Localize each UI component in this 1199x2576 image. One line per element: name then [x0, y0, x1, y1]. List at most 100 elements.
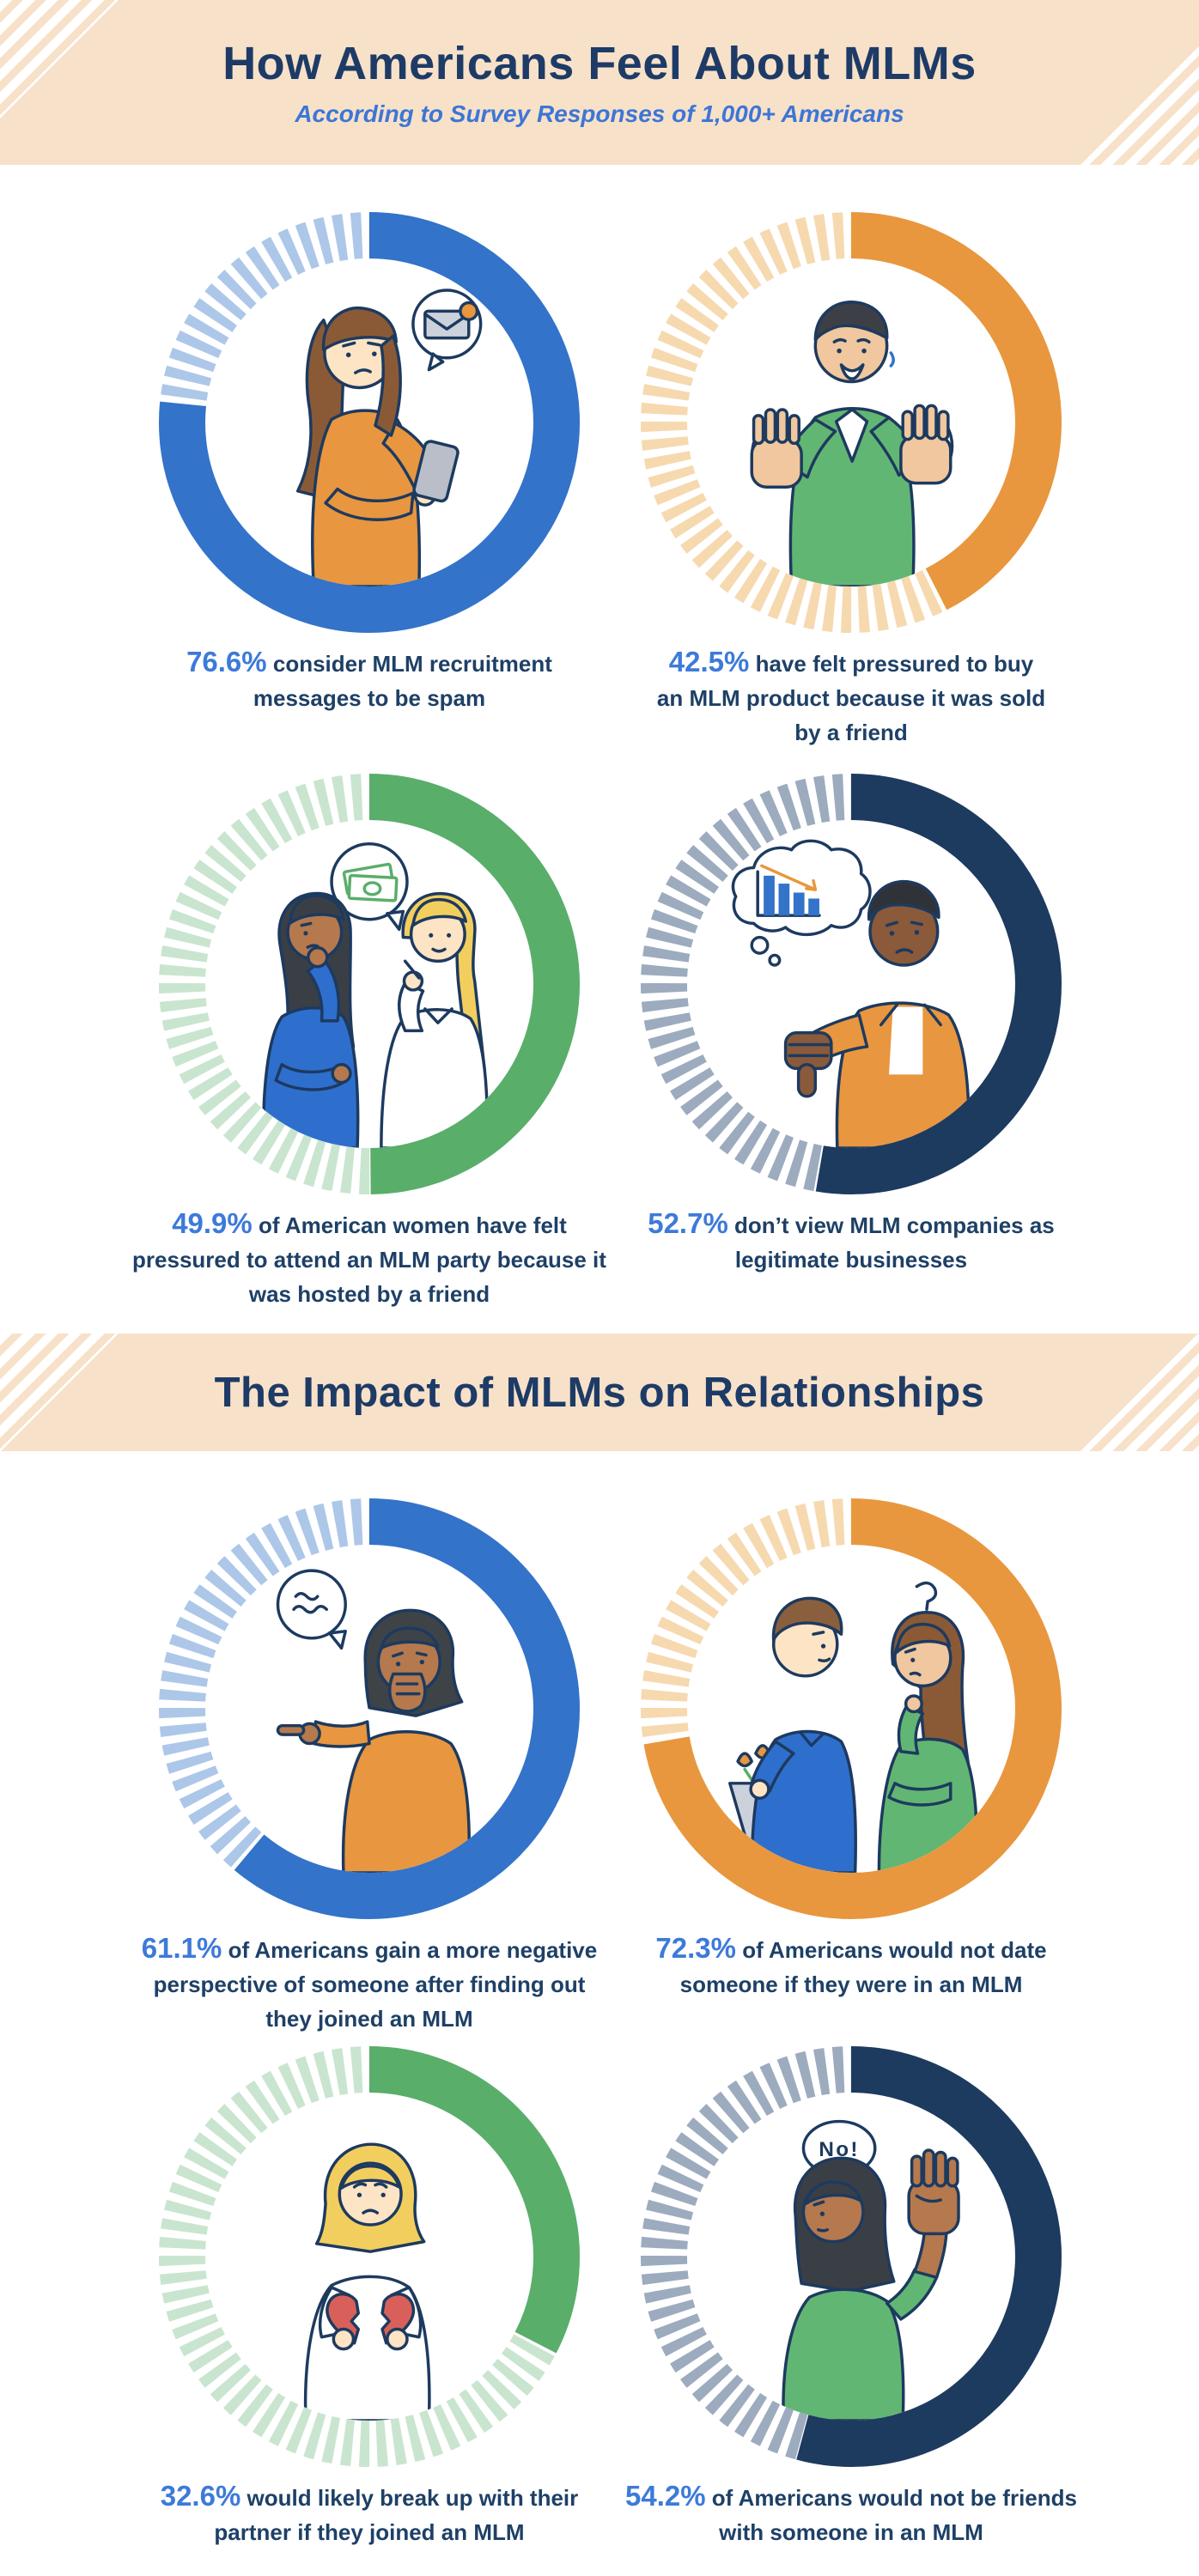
stat-text: of Americans would not date someone if t… [679, 1937, 1047, 1997]
white-shirt-body [380, 1008, 489, 1148]
donut-chart-negative-perspective [159, 1498, 580, 1919]
speech-bubble-icon [330, 842, 409, 932]
illustration-shocked-woman [205, 1545, 533, 1873]
stat-text: of Americans gain a more negative perspe… [153, 1937, 598, 2032]
stat-percent: 49.9% [172, 1207, 253, 1239]
stripe-accent-bottom-right [1080, 1333, 1199, 1451]
stat-text: would likely break up with their partner… [214, 2485, 579, 2545]
top-body [341, 1730, 472, 1873]
donut-ring [641, 774, 1062, 1194]
stat-percent: 54.2% [624, 2480, 706, 2512]
stat-caption: 42.5% have felt pressured to buy an MLM … [654, 645, 1049, 750]
collar [423, 1007, 453, 1024]
stat-percent: 72.3% [655, 1932, 736, 1964]
stat-card-break-up: 32.6% would likely break up with their p… [103, 2046, 636, 2549]
crossed-arm [887, 1782, 953, 1807]
thought-bubble-icon [731, 839, 872, 967]
tee-body [782, 2287, 905, 2421]
sweat-drop [889, 351, 895, 368]
collar [800, 1732, 825, 1747]
hand-to-chin-arm [897, 1704, 925, 1755]
donut-chart-mlm-party [159, 774, 580, 1194]
illustration-declined-date [687, 1545, 1015, 1873]
donut-chart-spam [159, 212, 580, 633]
stat-caption: 49.9% of American women have felt pressu… [129, 1206, 610, 1311]
notification-badge [459, 301, 479, 321]
open-smile [839, 363, 865, 380]
hand [307, 946, 329, 969]
donut-ring [159, 2046, 580, 2467]
donut-value-arc [159, 1498, 580, 1919]
hand [386, 2327, 409, 2351]
hair-fringe [322, 307, 398, 352]
hair [867, 880, 940, 921]
stat-caption: 76.6% consider MLM recruitment messages … [137, 645, 601, 715]
man-hair [771, 1596, 843, 1642]
hair-strand [374, 334, 402, 437]
stat-percent: 42.5% [668, 646, 750, 677]
stat-caption: 61.1% of Americans gain a more negative … [129, 1931, 610, 2036]
illustration-broken-heart [205, 2093, 533, 2421]
stat-caption: 32.6% would likely break up with their p… [137, 2479, 601, 2549]
pointing-finger [276, 1723, 306, 1736]
stat-percent: 76.6% [186, 646, 267, 677]
page-subtitle: According to Survey Responses of 1,000+ … [295, 100, 904, 127]
donut-chart-break-up [159, 2046, 580, 2467]
hand [904, 1694, 923, 1714]
donut-value-arc [159, 2046, 580, 2467]
stat-card-negative-perspective: 61.1% of Americans gain a more negative … [103, 1498, 636, 2036]
stat-card-not-friends: No! [585, 2046, 1117, 2549]
stat-card-not-legitimate: 52.7% don’t view MLM companies as legiti… [585, 774, 1117, 1277]
header-band-feelings: How Americans Feel About MLMs According … [0, 0, 1199, 165]
stripe-accent-bottom-right [1080, 46, 1199, 165]
page-title: How Americans Feel About MLMs [222, 38, 977, 89]
donut-chart-legitimacy [641, 774, 1062, 1194]
illustration-stop-gesture: No! [687, 2093, 1015, 2421]
donut-value-arc [641, 212, 1062, 633]
stat-text: of Americans would not be friends with s… [711, 2485, 1077, 2545]
illustration-woman-reading-spam-message [205, 258, 533, 586]
collar [879, 1003, 942, 1027]
donut-value-arc [641, 2046, 1062, 2467]
declining-bar-chart-icon [756, 864, 821, 917]
stop-hand-icon [907, 2148, 960, 2236]
thumbs-down-icon [783, 1030, 833, 1098]
stripe-accent-top-left [0, 0, 119, 118]
stat-text: consider MLM recruitment messages to be … [253, 651, 552, 711]
stripe-accent-top-left [0, 1334, 119, 1452]
stat-percent: 32.6% [160, 2480, 241, 2512]
squiggle-text [292, 1605, 328, 1614]
donut-chart-friendship: No! [641, 2046, 1062, 2467]
hair [813, 301, 889, 342]
left-palm-icon [750, 408, 803, 489]
stat-text: have felt pressured to buy an MLM produc… [656, 651, 1046, 745]
donut-value-arc [159, 212, 580, 633]
stat-card-would-not-date: 72.3% of Americans would not date someon… [585, 1498, 1117, 2002]
hand [331, 1063, 352, 1084]
speech-bubble-icon [276, 1569, 347, 1650]
stat-caption: 72.3% of Americans would not date someon… [611, 1931, 1092, 2002]
squiggle-text [294, 1592, 320, 1601]
hand [332, 2327, 356, 2351]
fringe [804, 2180, 863, 2206]
donut-ring [641, 2046, 1062, 2467]
donut-ring [159, 1498, 580, 1919]
fringe [895, 1622, 952, 1654]
donut-ring [159, 212, 580, 633]
smartphone-icon [412, 440, 460, 503]
folded-arm [324, 487, 415, 521]
jacket-body [835, 1001, 971, 1148]
stat-card-mlm-party: 49.9% of American women have felt pressu… [103, 774, 636, 1311]
pen-icon [403, 959, 421, 980]
header-band-relationships: The Impact of MLMs on Relationships [0, 1333, 1199, 1452]
donut-ring [641, 212, 1062, 633]
donut-value-arc [641, 1498, 1062, 1919]
donut-chart-dating [641, 1498, 1062, 1919]
stat-text: of American women have felt pressured to… [132, 1212, 606, 1307]
donut-value-arc [641, 774, 1062, 1194]
fringe [380, 1626, 440, 1650]
donut-value-arc [159, 774, 580, 1194]
illustration-thumbs-down [687, 820, 1015, 1148]
fringe [288, 894, 345, 926]
